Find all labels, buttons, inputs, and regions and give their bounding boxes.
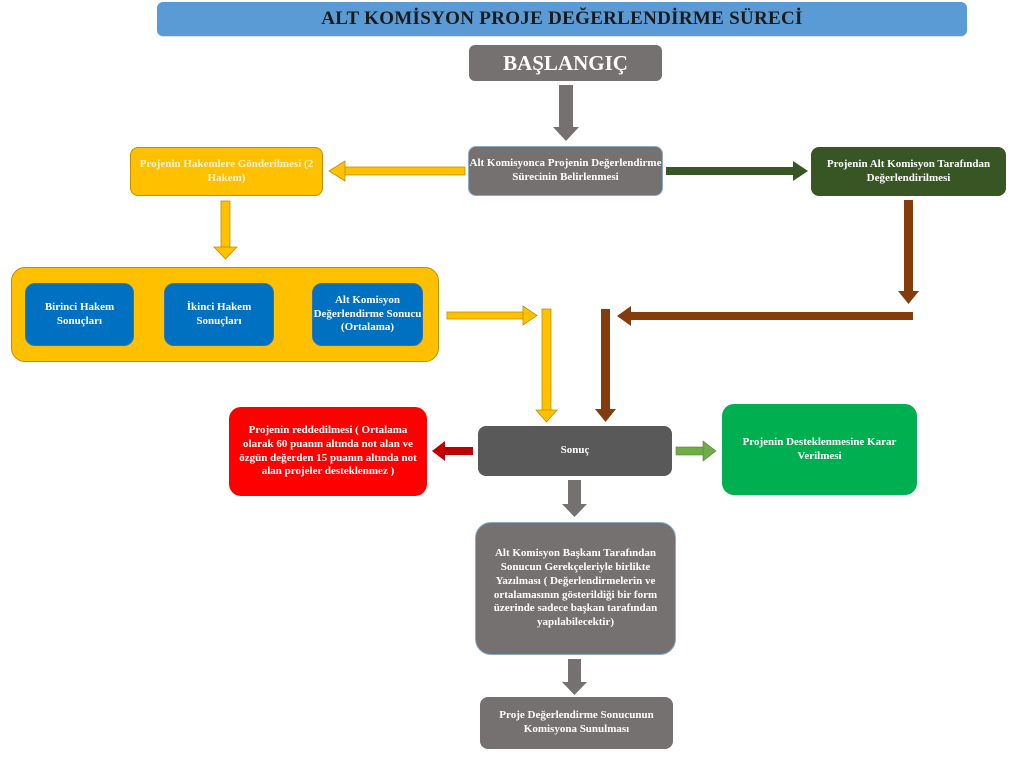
arrow-start-to-determine	[553, 85, 579, 141]
node-result: Sonuç	[478, 426, 672, 476]
node-submit-to-commission: Proje Değerlendirme Sonucunun Komisyona …	[480, 697, 673, 749]
node-send-to-referees: Projenin Hakemlere Gönderilmesi (2 Hakem…	[130, 147, 323, 196]
node-committee-evaluation: Projenin Alt Komisyon Tarafından Değerle…	[811, 147, 1006, 196]
arrow-result-to-support	[675, 440, 717, 462]
arrow-yellow-to-result	[535, 308, 558, 423]
node-president-writeup: Alt Komisyon Başkanı Tarafından Sonucun …	[475, 522, 676, 655]
arrow-determine-to-committee	[666, 161, 808, 181]
node-committee-average: Alt Komisyon Değerlendirme Sonucu (Ortal…	[312, 283, 423, 346]
arrow-determine-to-referees	[328, 160, 466, 182]
node-start: BAŞLANGIÇ	[469, 45, 662, 81]
node-second-referee-results: İkinci Hakem Sonuçları	[164, 283, 274, 346]
node-first-referee-results: Birinci Hakem Sonuçları	[25, 283, 134, 346]
node-support-decision: Projenin Desteklenmesine Karar Verilmesi	[722, 404, 917, 495]
arrow-president-to-submit	[562, 659, 587, 695]
node-rejection: Projenin reddedilmesi ( Ortalama olarak …	[229, 407, 427, 496]
arrow-results-right	[446, 305, 538, 326]
arrow-committee-down	[898, 200, 919, 304]
arrow-result-to-reject	[432, 441, 473, 461]
arrow-result-to-president	[562, 480, 587, 517]
arrow-referees-to-results	[213, 200, 238, 260]
node-determine-process: Alt Komisyonca Projenin Değerlendirme Sü…	[468, 146, 663, 196]
page-title: ALT KOMİSYON PROJE DEĞERLENDİRME SÜRECİ	[157, 2, 967, 36]
arrow-brown-left	[617, 306, 913, 326]
arrow-brown-to-result	[595, 309, 616, 422]
